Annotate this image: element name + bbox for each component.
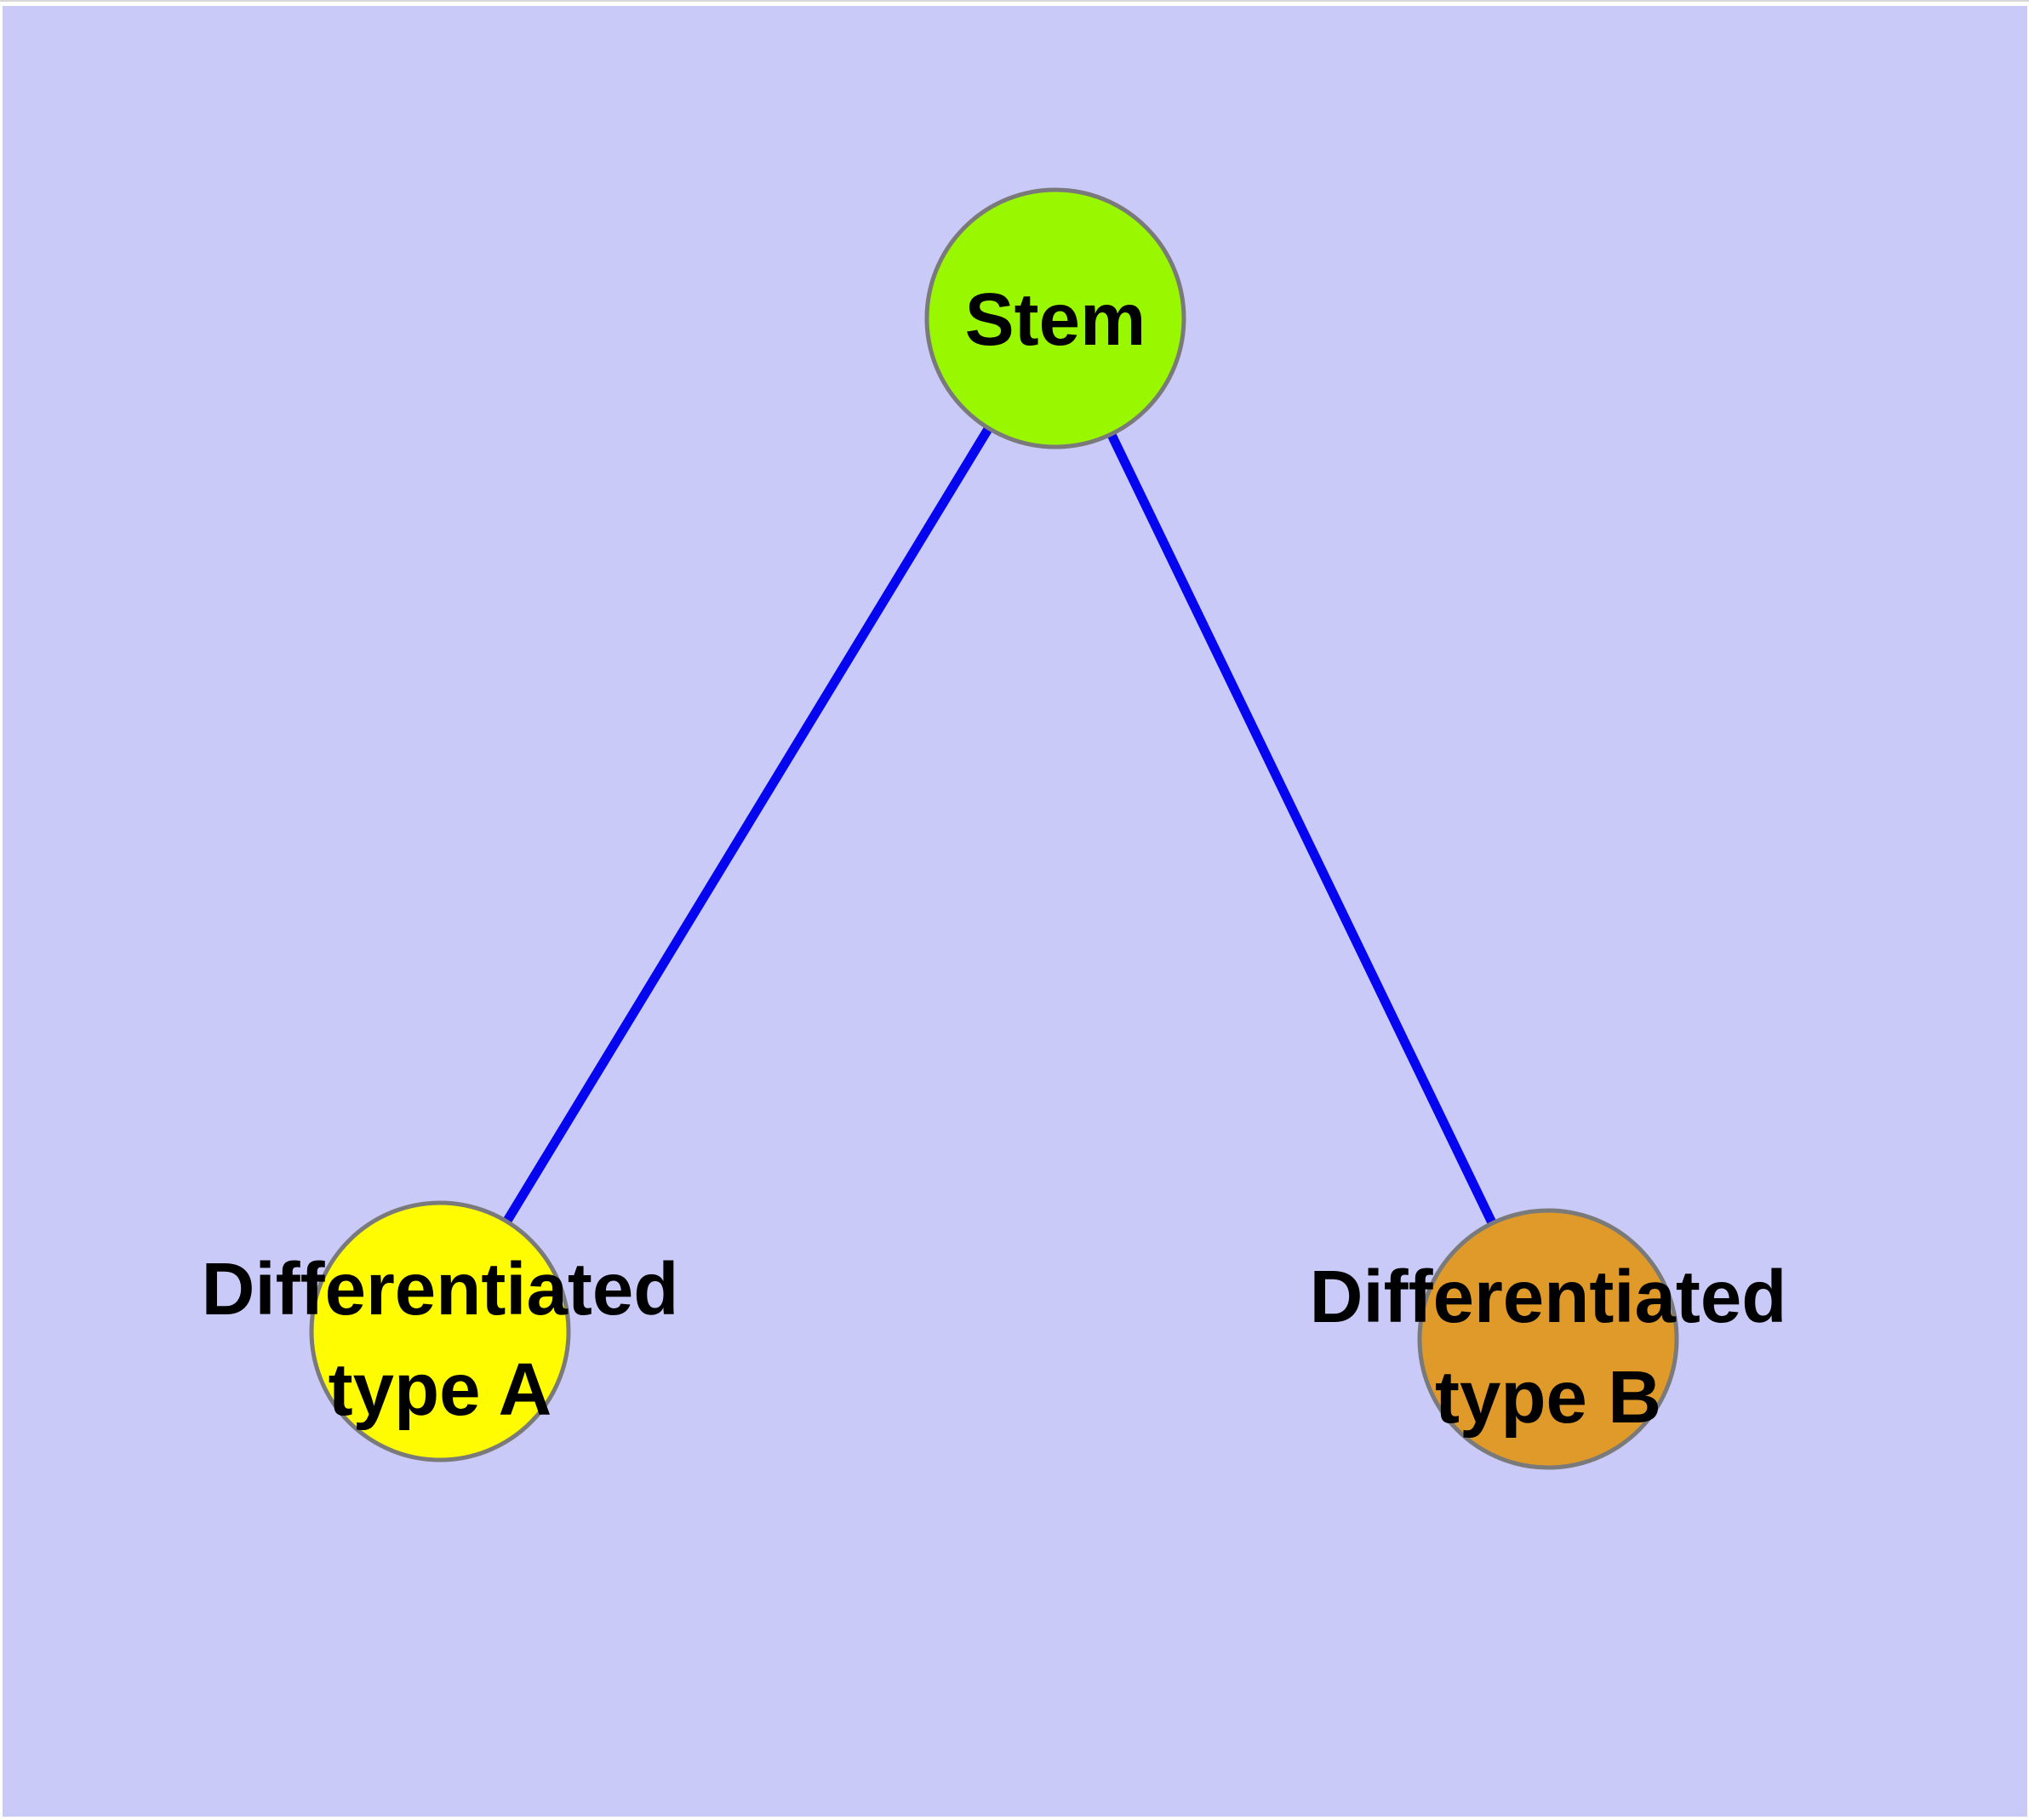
node-differentiated-type-b <box>1417 1208 1679 1470</box>
node-stem <box>924 187 1186 449</box>
node-label-differentiated-type-b: Differentiated type B <box>1310 1256 1787 1439</box>
node-label-line: type A <box>329 1348 552 1431</box>
edge-stem-to-differentiated-type-a <box>436 316 1060 1334</box>
node-label-line: type B <box>1435 1356 1661 1439</box>
node-differentiated-type-a <box>309 1200 571 1462</box>
node-label-differentiated-type-a: Differentiated type A <box>202 1248 679 1431</box>
node-label-line: Differentiated <box>202 1248 679 1331</box>
node-label-line: Differentiated <box>1310 1256 1787 1338</box>
window-top-border <box>0 0 2029 2</box>
edge-stem-to-differentiated-type-b <box>1051 316 1552 1342</box>
node-label-stem: Stem <box>965 278 1146 361</box>
node-label-line: Stem <box>965 278 1146 361</box>
